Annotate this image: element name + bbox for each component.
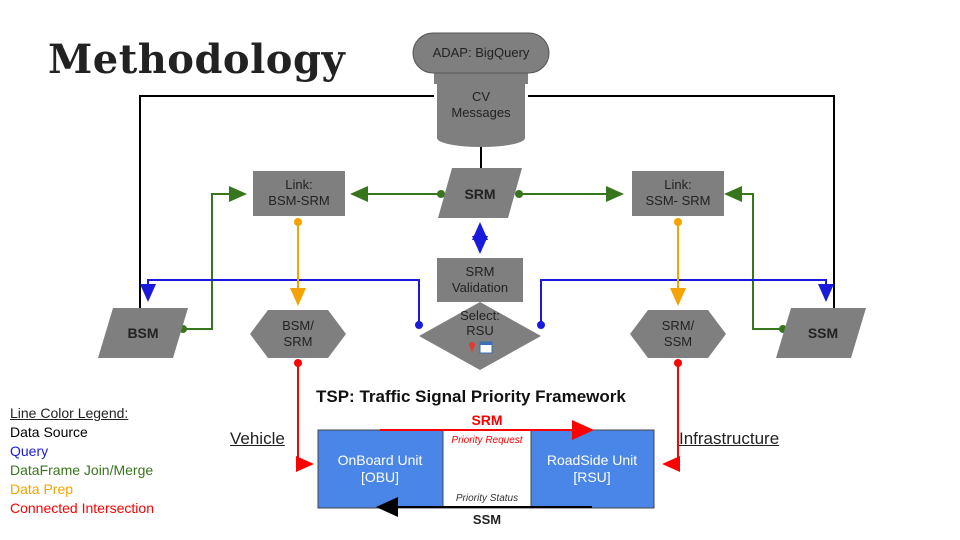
ssm-source-node: SSM [776,308,866,358]
tsp-srm-label: SRM [471,412,502,428]
link-ssm-srm-label-1: Link: [664,177,691,192]
rsu-label-2: [RSU] [573,469,610,485]
obu-label-2: [OBU] [361,469,399,485]
srm-validation-node: SRM Validation [437,258,523,302]
select-rsu-node: Select: RSU [419,302,541,370]
tsp-framework: OnBoard Unit [OBU] RoadSide Unit [RSU] P… [317,412,655,527]
cv-messages-database: ADAP: BigQuery CV Messages [412,32,550,147]
bsm-srm-prep-node: BSM/ SRM [250,310,346,358]
bsm-srm-prep-label-1: BSM/ [282,318,314,333]
query-lines [140,222,834,325]
priority-status-label: Priority Status [456,493,518,504]
srm-source-node: SRM [438,168,522,218]
map-pin-icon [469,342,475,353]
obu-box [317,429,444,509]
select-rsu-label-2: RSU [466,323,493,338]
bsm-source-node: BSM [98,308,188,358]
infrastructure-label: Infrastructure [679,429,780,448]
legend-item-connected-intersection: Connected Intersection [10,500,154,516]
srm-ssm-prep-node: SRM/ SSM [630,310,726,358]
ssm-source-label: SSM [808,325,838,341]
bsm-srm-prep-label-2: SRM [284,334,313,349]
srm-ssm-prep-label-2: SSM [664,334,692,349]
link-bsm-srm-label-1: Link: [285,177,312,192]
tsp-title: TSP: Traffic Signal Priority Framework [316,387,626,406]
link-bsm-srm-label-2: BSM-SRM [268,193,329,208]
legend-heading: Line Color Legend: [10,405,129,421]
srm-source-label: SRM [464,186,495,202]
rsu-label-1: RoadSide Unit [547,452,637,468]
data-prep-dots [294,218,682,226]
legend-item-data-source: Data Source [10,424,88,440]
select-rsu-label-1: Select: [460,308,500,323]
database-body-label-1: CV [472,89,490,104]
rsu-box [530,429,655,509]
link-ssm-srm-node: Link: SSM- SRM [632,171,724,216]
data-prep-lines [290,222,686,306]
legend-item-query: Query [10,443,49,459]
vehicle-label: Vehicle [230,429,285,448]
database-body-label-2: Messages [451,105,511,120]
obu-label-1: OnBoard Unit [338,452,423,468]
bsm-source-label: BSM [127,325,158,341]
calendar-icon [479,341,493,354]
tsp-ssm-label: SSM [473,512,501,527]
join-lines [183,186,783,330]
query-line-dots [415,321,545,329]
legend-item-data-prep: Data Prep [10,481,74,497]
legend-item-dataframe-join: DataFrame Join/Merge [10,462,154,478]
srm-validation-label-2: Validation [452,280,508,295]
link-ssm-srm-label-2: SSM- SRM [646,193,711,208]
database-top-label: ADAP: BigQuery [433,45,530,60]
connected-intersection-dots [294,359,682,367]
link-bsm-srm-node: Link: BSM-SRM [253,171,345,216]
slide-title: Methodology [48,36,346,83]
priority-request-label: Priority Request [451,435,523,446]
srm-ssm-prep-label-1: SRM/ [662,318,695,333]
connected-intersection-lines [296,363,680,472]
srm-validation-label-1: SRM [466,264,495,279]
line-color-legend: Line Color Legend: Data Source Query Dat… [10,404,154,518]
